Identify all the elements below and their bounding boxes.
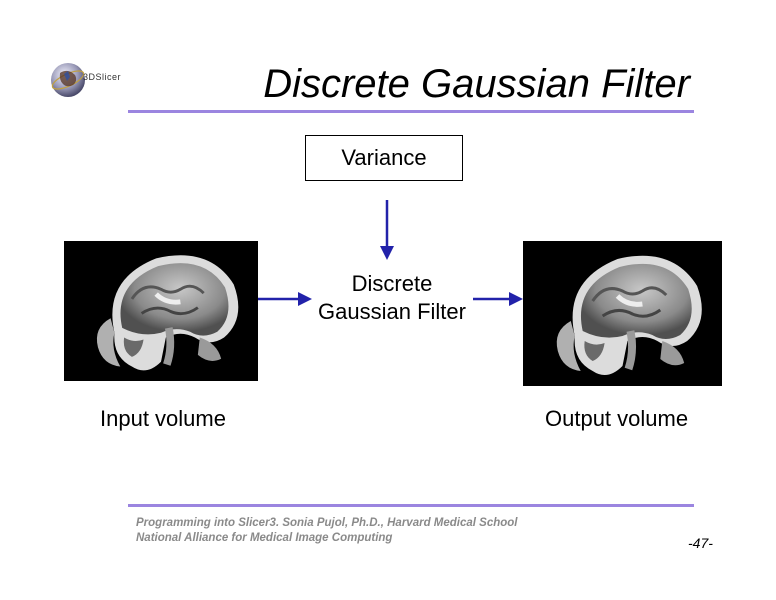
footer-divider xyxy=(128,504,694,507)
slicer-logo-icon xyxy=(51,63,85,97)
title-divider xyxy=(128,110,694,113)
footer-credits: Programming into Slicer3. Sonia Pujol, P… xyxy=(136,516,518,546)
footer-line1: Programming into Slicer3. Sonia Pujol, P… xyxy=(136,517,518,529)
arrow-filter-to-output-head xyxy=(509,292,523,306)
filter-label-line2: Gaussian Filter xyxy=(318,299,466,324)
page-number: -47- xyxy=(688,535,713,551)
arrow-variance-to-filter-head xyxy=(380,246,394,260)
output-volume-caption: Output volume xyxy=(545,406,689,431)
output-volume-image xyxy=(523,241,722,386)
filter-label-line1: Discrete xyxy=(351,271,433,296)
input-volume-caption: Input volume xyxy=(100,406,226,431)
footer-line2: National Alliance for Medical Image Comp… xyxy=(136,532,393,544)
input-volume-image xyxy=(64,241,258,381)
slide-title: Discrete Gaussian Filter xyxy=(263,62,690,106)
variance-parameter-box: Variance xyxy=(305,135,463,181)
filter-label: Discrete Gaussian Filter xyxy=(306,270,478,326)
logo-text: 3DSlicer xyxy=(83,72,122,82)
